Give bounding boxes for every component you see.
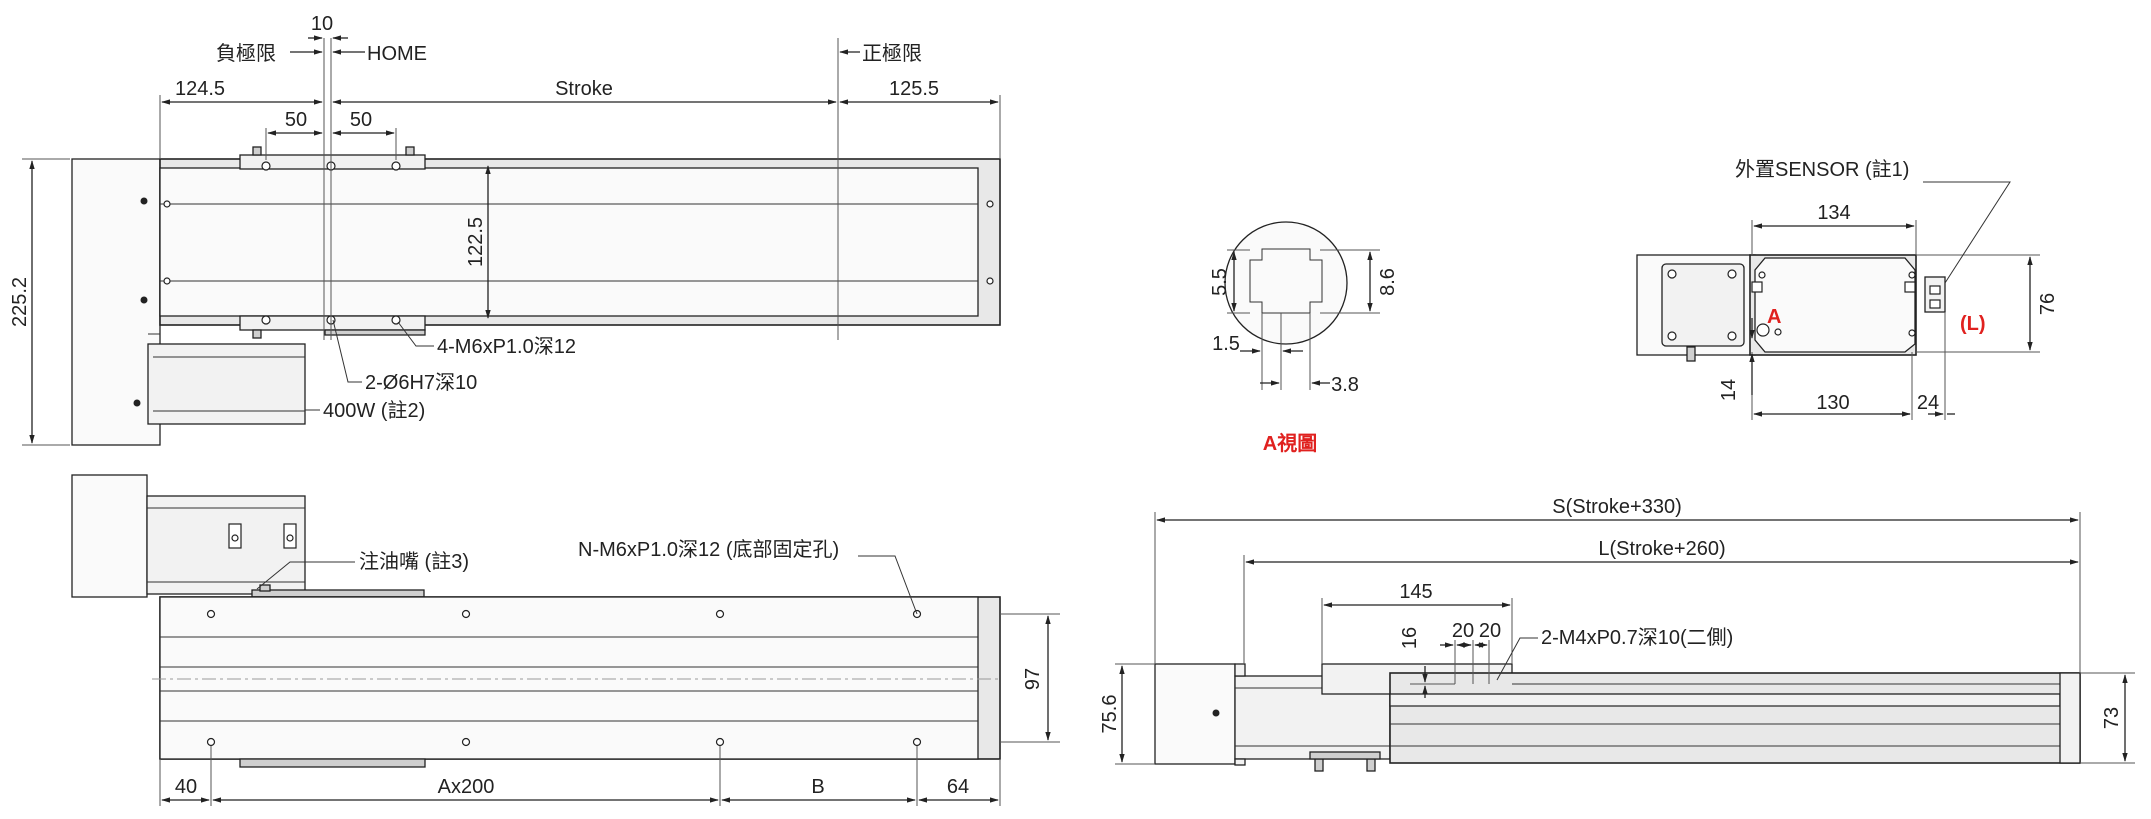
stroke-label: Stroke <box>555 78 613 100</box>
dim-16-label: 16 <box>1399 627 1421 649</box>
pin-hole-label: 2-Ø6H7深10 <box>365 371 477 394</box>
dim-225-2-label: 225.2 <box>9 277 31 327</box>
dim-76-label: 76 <box>2037 293 2059 315</box>
dim-40-label: 40 <box>175 776 197 798</box>
s-total-label: S(Stroke+330) <box>1552 496 1682 518</box>
side-tap-label: 2-M4xP0.7深10(二側) <box>1541 626 1733 649</box>
dim-20-left-label: 20 <box>1452 620 1474 642</box>
dim-1-5-label: 1.5 <box>1212 333 1240 355</box>
dim-130-label: 130 <box>1816 392 1849 414</box>
dim-14-label: 14 <box>1718 379 1740 401</box>
external-sensor-label: 外置SENSOR (註1) <box>1735 158 1909 181</box>
dim-50-right-label: 50 <box>350 109 372 131</box>
dim-124-5-label: 124.5 <box>175 78 225 100</box>
dim-64-label: 64 <box>947 776 969 798</box>
l-marker: (L) <box>1960 313 1986 335</box>
grease-nipple-label: 注油嘴 (註3) <box>359 550 469 573</box>
side-motor-flange <box>1154 663 1236 765</box>
dim-125-5-label: 125.5 <box>889 78 939 100</box>
dim-20-right-label: 20 <box>1479 620 1501 642</box>
dim-97-label: 97 <box>1022 668 1044 690</box>
dim-73-label: 73 <box>2101 707 2123 729</box>
end-view: 外置SENSOR (註1) 134 A (L) 76 14 130 24 <box>1636 158 2059 420</box>
dim-50-left-label: 50 <box>285 109 307 131</box>
a-view-title: A視圖 <box>1263 431 1317 455</box>
dim-75-6-label: 75.6 <box>1099 695 1121 734</box>
l-total-label: L(Stroke+260) <box>1598 538 1725 560</box>
dim-5-5-label: 5.5 <box>1209 268 1231 296</box>
dim-122-5-label: 122.5 <box>465 217 487 267</box>
motor-label: 400W (註2) <box>323 399 425 422</box>
dim-145-label: 145 <box>1399 581 1432 603</box>
side-view: S(Stroke+330) L(Stroke+260) 145 16 20 20… <box>1099 496 2135 772</box>
side-rail-body <box>1389 672 2081 764</box>
dim-3-8-label: 3.8 <box>1331 374 1359 396</box>
motor-body <box>147 343 306 425</box>
base-tap-label: N-M6xP1.0深12 (底部固定孔) <box>578 538 839 561</box>
negative-limit-label: 負極限 <box>216 42 276 65</box>
dim-134-label: 134 <box>1817 202 1850 224</box>
a-x-200-label: Ax200 <box>438 776 495 798</box>
detail-circle <box>1224 221 1348 345</box>
motor-body-front <box>146 495 306 595</box>
dim-24-label: 24 <box>1917 392 1939 414</box>
top-tap-label: 4-M6xP1.0深12 <box>437 335 576 358</box>
top-view: 10 負極限 HOME 正極限 124.5 Stroke 125.5 50 50… <box>9 13 1001 446</box>
positive-limit-label: 正極限 <box>862 42 922 65</box>
a-view-detail: 5.5 8.6 1.5 3.8 A視圖 <box>1209 221 1399 455</box>
a-marker: A <box>1767 306 1781 328</box>
front-view: 注油嘴 (註3) N-M6xP1.0深12 (底部固定孔) 97 40 Ax20… <box>71 474 1060 806</box>
motor-flange-front <box>71 474 148 598</box>
home-label: HOME <box>367 43 427 65</box>
dim-8-6-label: 8.6 <box>1377 268 1399 296</box>
dim-10-label: 10 <box>311 13 333 35</box>
b-label: B <box>811 776 824 798</box>
